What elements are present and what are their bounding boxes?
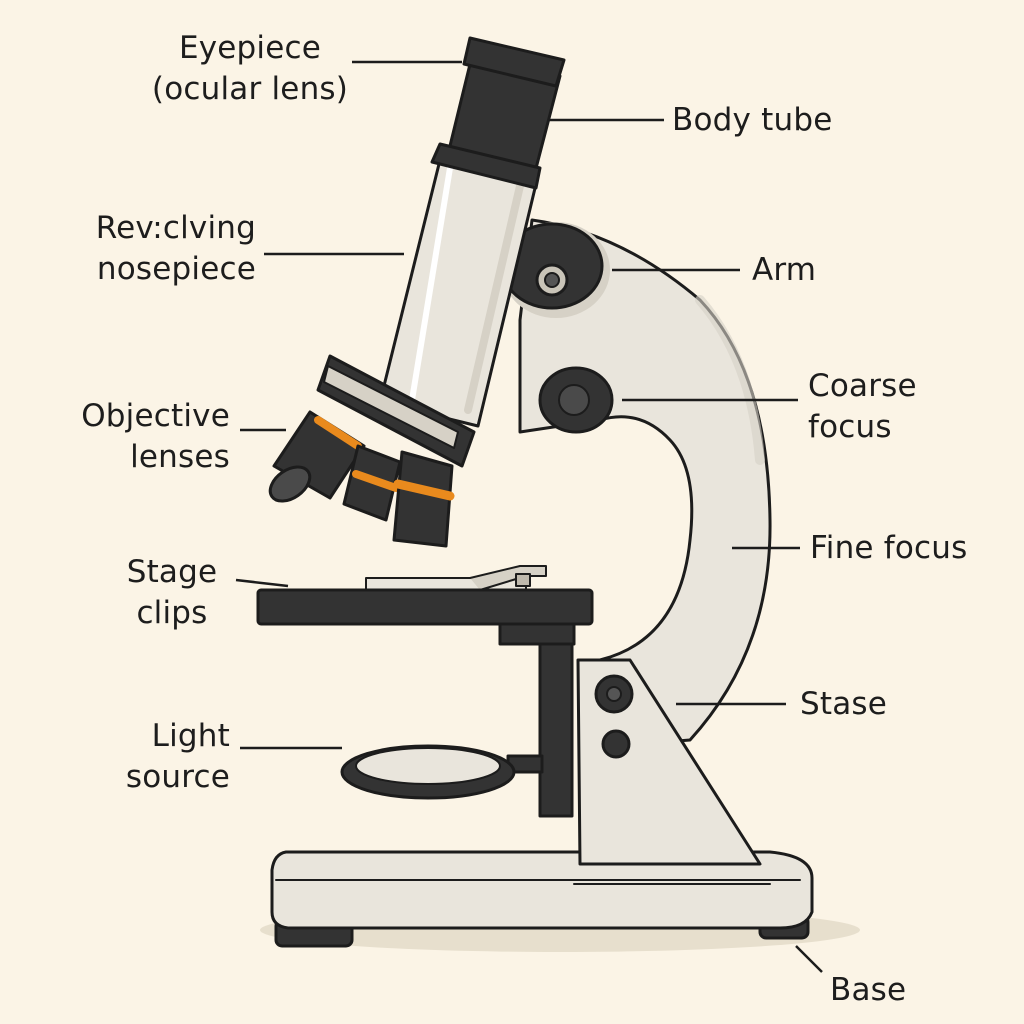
objective-lens-right: [392, 450, 455, 548]
leader-lines: [235, 60, 823, 973]
stage: [256, 588, 594, 626]
stand-knob-lower: [601, 729, 631, 759]
label-body-tube: Body tube: [672, 102, 833, 138]
label-revolving-nosepiece: Rev:clving nosepiece: [95, 210, 256, 287]
base: [270, 850, 814, 948]
label-stage-clips: Stage clips: [126, 554, 218, 631]
light-source-mirror: [340, 744, 544, 800]
objective-lens-left: [268, 410, 366, 503]
objective-lens-middle: [342, 444, 402, 522]
label-light-source: Light source: [125, 718, 230, 795]
stage-support-post: [538, 638, 574, 818]
revolving-nosepiece: [316, 354, 476, 468]
label-coarse-focus: Coarse focus: [808, 368, 917, 445]
stage-clip: [365, 565, 547, 591]
label-objective-lenses: Objective lenses: [81, 398, 230, 475]
label-fine-focus: Fine focus: [810, 530, 968, 566]
label-stase: Stase: [800, 686, 888, 722]
eyepiece: [430, 36, 566, 190]
fine-focus-knob: [538, 366, 614, 434]
coarse-focus-knob: [500, 222, 610, 318]
label-base: Base: [830, 972, 907, 1008]
label-arm: Arm: [752, 252, 817, 288]
label-eyepiece: Eyepiece (ocular lens): [151, 30, 349, 107]
